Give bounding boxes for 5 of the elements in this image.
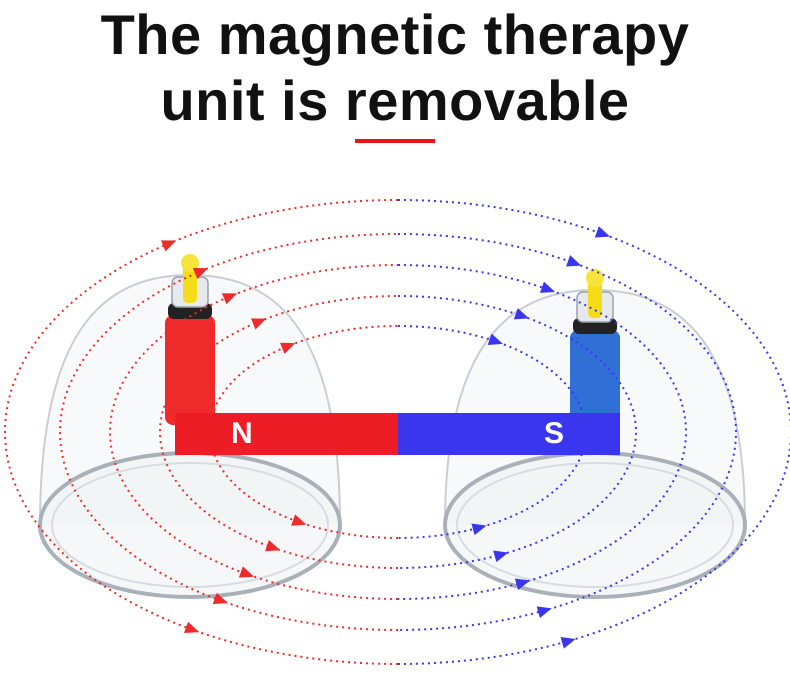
- title: The magnetic therapy unit is removable: [100, 2, 690, 134]
- magnet-pole-bar: [398, 413, 620, 455]
- magnet-pole-bar: [175, 413, 398, 455]
- pole-label: N: [230, 417, 254, 451]
- pole-label: S: [542, 417, 565, 451]
